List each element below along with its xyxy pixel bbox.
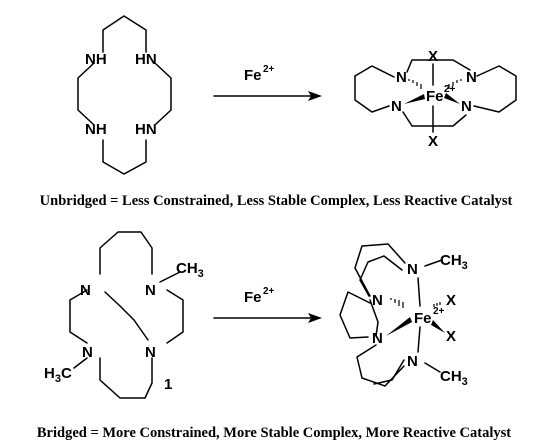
- caption-bridged: Bridged = More Constrained, More Stable …: [37, 425, 511, 441]
- methyl-top: CH3: [176, 260, 204, 280]
- bridged-macrocycle: N N N N CH3 H3C 1: [44, 231, 204, 399]
- nh-top-left: NH: [85, 51, 107, 68]
- n-top-left: N: [80, 282, 91, 299]
- hashed-bonds-2: [390, 298, 441, 308]
- cage-backbone: [339, 243, 406, 387]
- fe-reagent-1-charge: 2+: [263, 64, 275, 75]
- n-bottom-right: N: [145, 344, 156, 361]
- n-lower-left: N: [391, 98, 402, 115]
- bridged-fe-complex: Fe 2+ N N N N X X CH3 CH3: [339, 243, 468, 388]
- n-bottom: N: [407, 353, 418, 370]
- hashed-bonds-1: [408, 79, 462, 89]
- fe-center-2-charge: 2+: [433, 306, 445, 317]
- fe-reagent-2-charge: 2+: [263, 286, 275, 297]
- fe-center-1-charge: 2+: [444, 84, 456, 95]
- x-ligand-bottom: X: [428, 133, 438, 150]
- fe-center-2: Fe: [414, 310, 432, 327]
- methyl-bottom-complex: CH3: [440, 368, 468, 388]
- wedge-bond-n-left: [386, 317, 412, 336]
- x-ligand-top: X: [428, 48, 438, 65]
- n-left-lower: N: [372, 330, 383, 347]
- fe-reagent-1: Fe: [244, 67, 262, 84]
- n-top-right: N: [145, 282, 156, 299]
- n-upper-right: N: [466, 69, 477, 86]
- n-top: N: [407, 261, 418, 278]
- nh-bottom-left: NH: [85, 121, 107, 138]
- wedge-bond-left: [404, 94, 425, 104]
- fe-reagent-2: Fe: [244, 289, 262, 306]
- x-ligand-upper: X: [446, 292, 456, 309]
- methyl-top-complex: CH3: [440, 252, 468, 272]
- unbridged-macrocycle: NH HN NH HN: [77, 15, 172, 175]
- methyl-bottom: H3C: [44, 365, 72, 385]
- fe-center-1: Fe: [426, 88, 444, 105]
- reaction-arrow-1: Fe 2+: [213, 64, 322, 101]
- caption-unbridged: Unbridged = Less Constrained, Less Stabl…: [40, 193, 513, 209]
- compound-number: 1: [164, 376, 172, 393]
- hn-bottom-right: HN: [135, 121, 157, 138]
- n-upper-left: N: [396, 69, 407, 86]
- reaction-arrow-2: Fe 2+: [213, 286, 322, 323]
- hn-top-right: HN: [135, 51, 157, 68]
- n-left-upper: N: [372, 292, 383, 309]
- n-lower-right: N: [461, 98, 472, 115]
- wedge-bond-x: [431, 320, 445, 333]
- wedge-bond-right: [444, 93, 460, 104]
- x-ligand-lower: X: [446, 328, 456, 345]
- unbridged-fe-complex: X X Fe 2+ N N N N: [354, 48, 517, 150]
- n-bottom-left: N: [82, 344, 93, 361]
